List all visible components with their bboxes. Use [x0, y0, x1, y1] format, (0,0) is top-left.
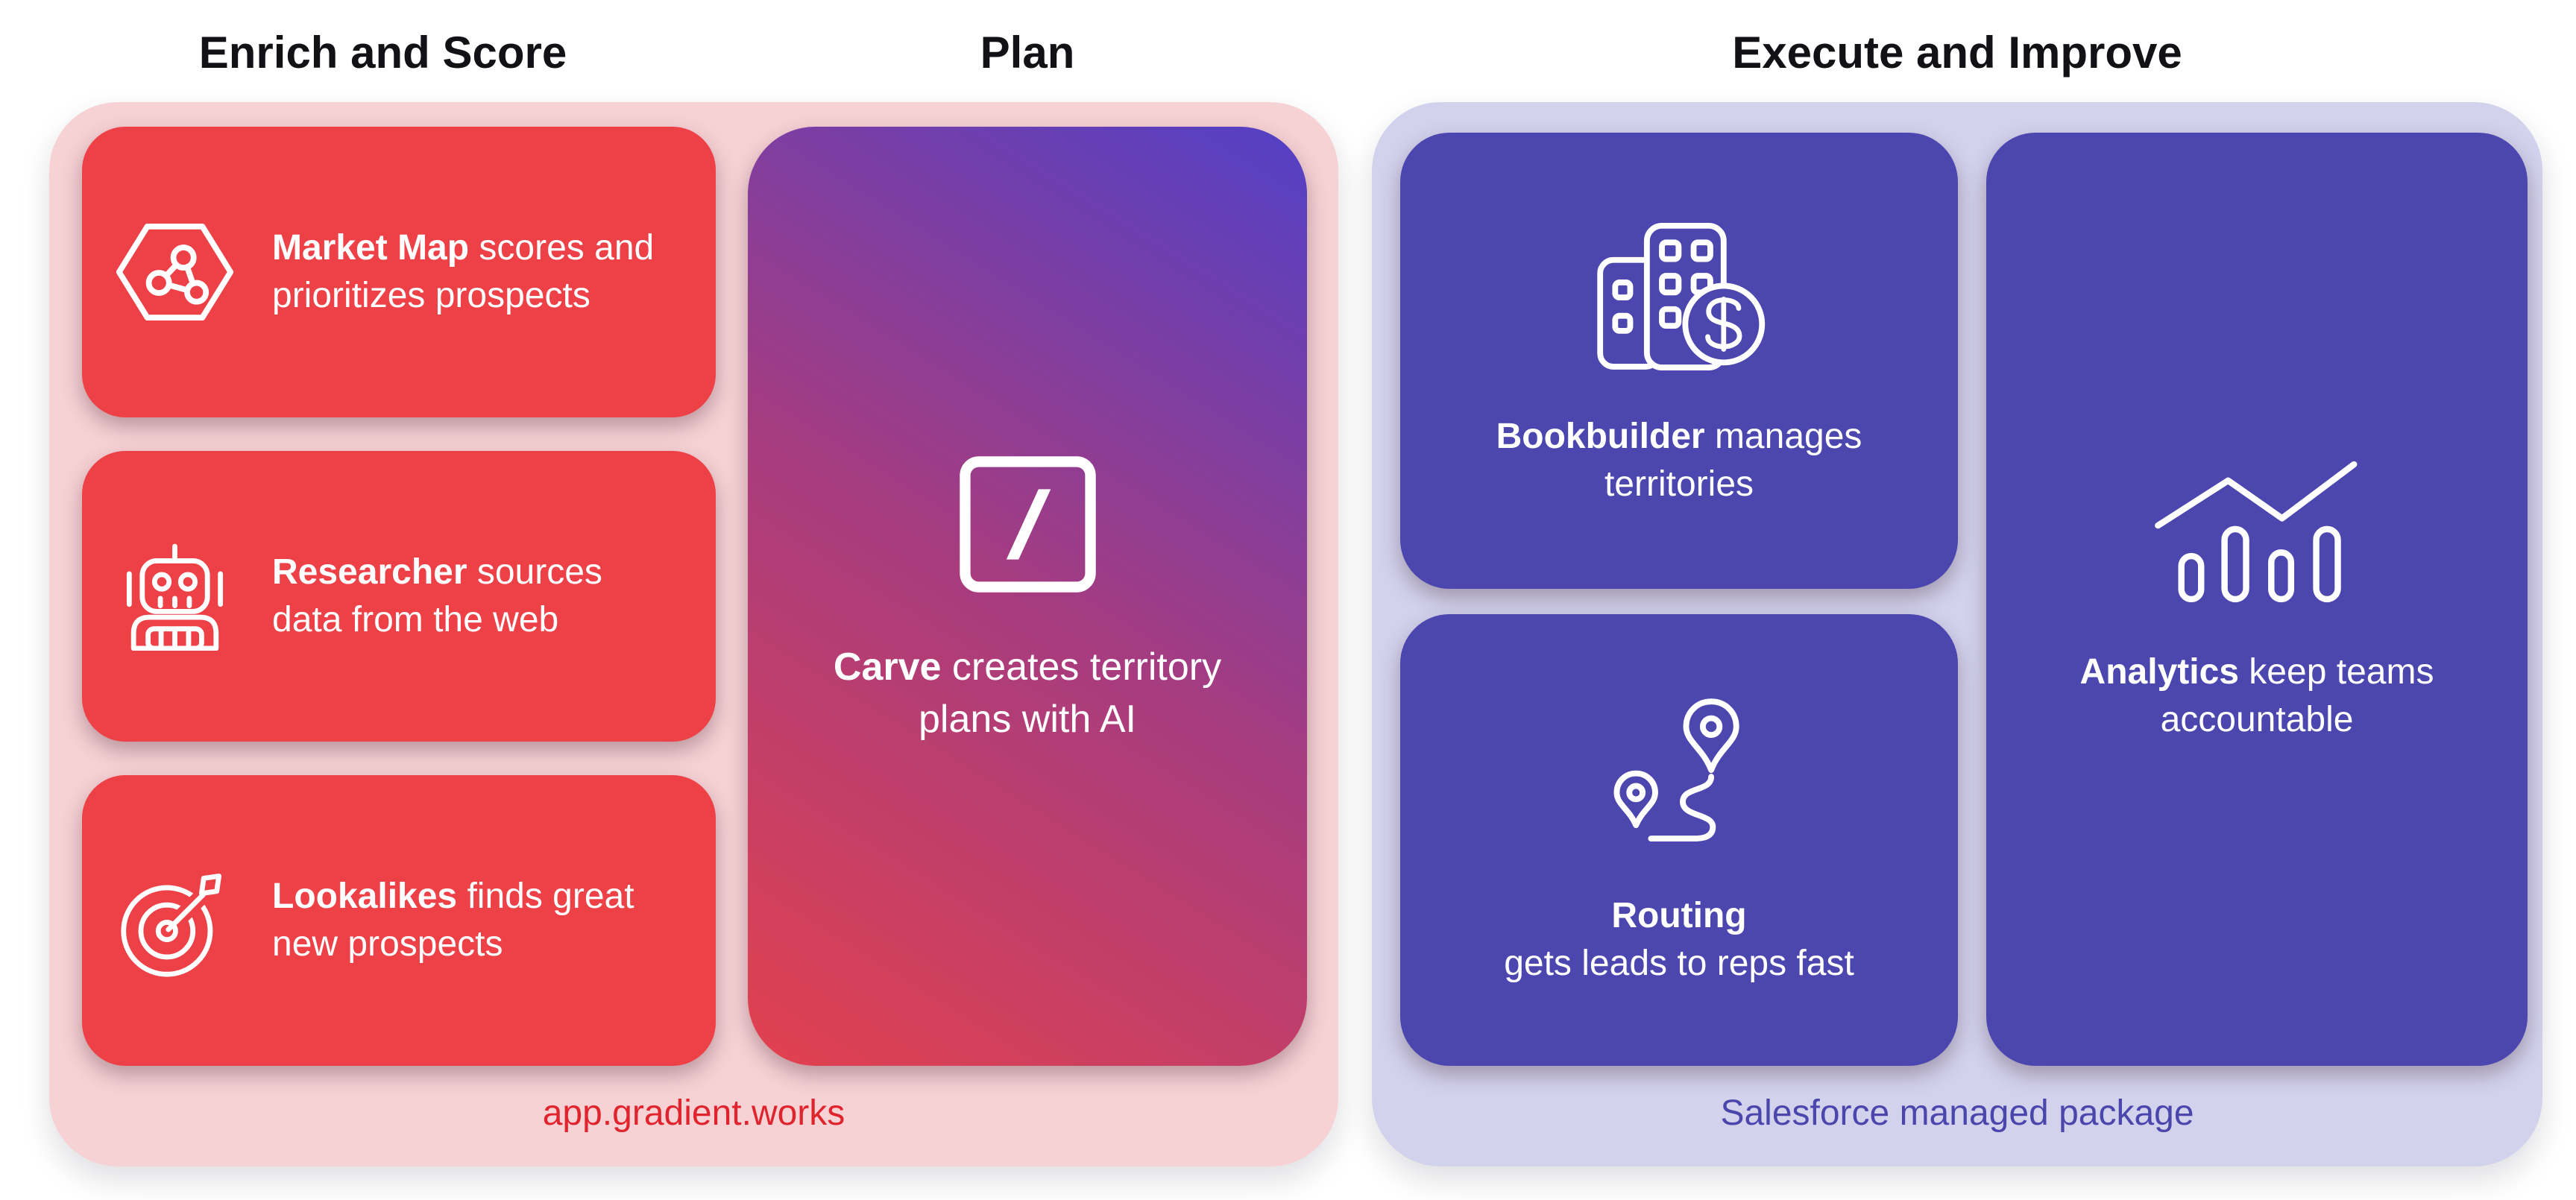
hexagon-molecule-icon — [113, 218, 236, 326]
card-text: Analytics keep teams accountable — [2078, 648, 2436, 744]
card-description: creates territory plans with AI — [919, 645, 1222, 741]
card-description: keep teams accountable — [2160, 651, 2434, 739]
salesforce-package-label: Salesforce managed package — [1720, 1093, 2194, 1133]
card-routing: Routing gets leads to reps fast — [1400, 614, 1958, 1066]
card-researcher: Researcher sources data from the web — [82, 451, 716, 742]
section-title-plan: Plan — [980, 28, 1075, 78]
card-text: Lookalikes finds great new prospects — [272, 873, 660, 968]
card-lookalikes: Lookalikes finds great new prospects — [82, 775, 716, 1066]
card-description: sources data from the web — [272, 552, 602, 640]
card-analytics: Analytics keep teams accountable — [1986, 133, 2528, 1066]
gradient-works-url-label: app.gradient.works — [542, 1093, 845, 1133]
buildings-dollar-icon — [1592, 214, 1767, 373]
card-bookbuilder: Bookbuilder manages territories — [1400, 133, 1958, 589]
product-name: Researcher — [272, 552, 467, 592]
carve-logo-icon — [951, 448, 1104, 601]
card-description: manages territories — [1604, 416, 1862, 504]
product-name: Market Map — [272, 228, 470, 268]
product-name: Bookbuilder — [1496, 416, 1705, 456]
card-text: Routing gets leads to reps fast — [1504, 892, 1854, 988]
card-text: Bookbuilder manages territories — [1463, 413, 1895, 508]
section-title-execute-and-improve: Execute and Improve — [1732, 28, 2182, 78]
card-text: Market Map scores and prioritizes prospe… — [272, 224, 660, 320]
card-description: gets leads to reps fast — [1504, 943, 1854, 983]
bar-chart-icon — [2149, 455, 2365, 608]
card-market-map: Market Map scores and prioritizes prospe… — [82, 127, 716, 417]
card-text: Researcher sources data from the web — [272, 549, 660, 644]
section-title-enrich-and-score: Enrich and Score — [198, 28, 567, 78]
card-description: scores and prioritizes prospects — [272, 228, 655, 315]
product-name: Lookalikes — [272, 877, 458, 916]
target-dart-icon — [113, 863, 236, 979]
card-carve: Carve creates territory plans with AI — [748, 127, 1307, 1066]
card-text: Carve creates territory plans with AI — [789, 641, 1266, 745]
robot-icon — [113, 542, 236, 651]
route-pins-icon — [1596, 693, 1763, 852]
product-name: Carve — [833, 645, 942, 689]
product-name: Analytics — [2079, 651, 2239, 692]
card-description: finds great new prospects — [272, 877, 634, 964]
product-name: Routing — [1611, 895, 1747, 935]
